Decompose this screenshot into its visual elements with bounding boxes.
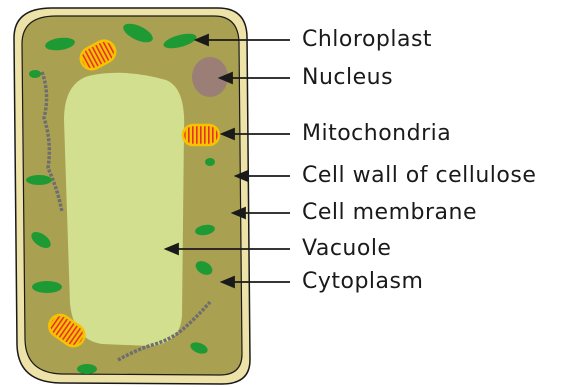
mitochondrion-right bbox=[183, 125, 219, 145]
chloroplast bbox=[29, 70, 41, 78]
label-cytoplasm: Cytoplasm bbox=[302, 269, 423, 295]
chloroplast bbox=[205, 158, 215, 166]
chloroplast bbox=[26, 175, 52, 185]
label-cell-membrane: Cell membrane bbox=[302, 200, 477, 226]
chloroplast bbox=[77, 364, 97, 374]
label-chloroplast: Chloroplast bbox=[302, 27, 432, 53]
label-vacuole: Vacuole bbox=[302, 236, 391, 262]
chloroplast bbox=[32, 281, 62, 293]
label-mitochondria: Mitochondria bbox=[302, 121, 451, 147]
label-nucleus: Nucleus bbox=[302, 65, 393, 91]
label-cell-wall: Cell wall of cellulose bbox=[302, 163, 536, 189]
vacuole bbox=[64, 73, 184, 346]
